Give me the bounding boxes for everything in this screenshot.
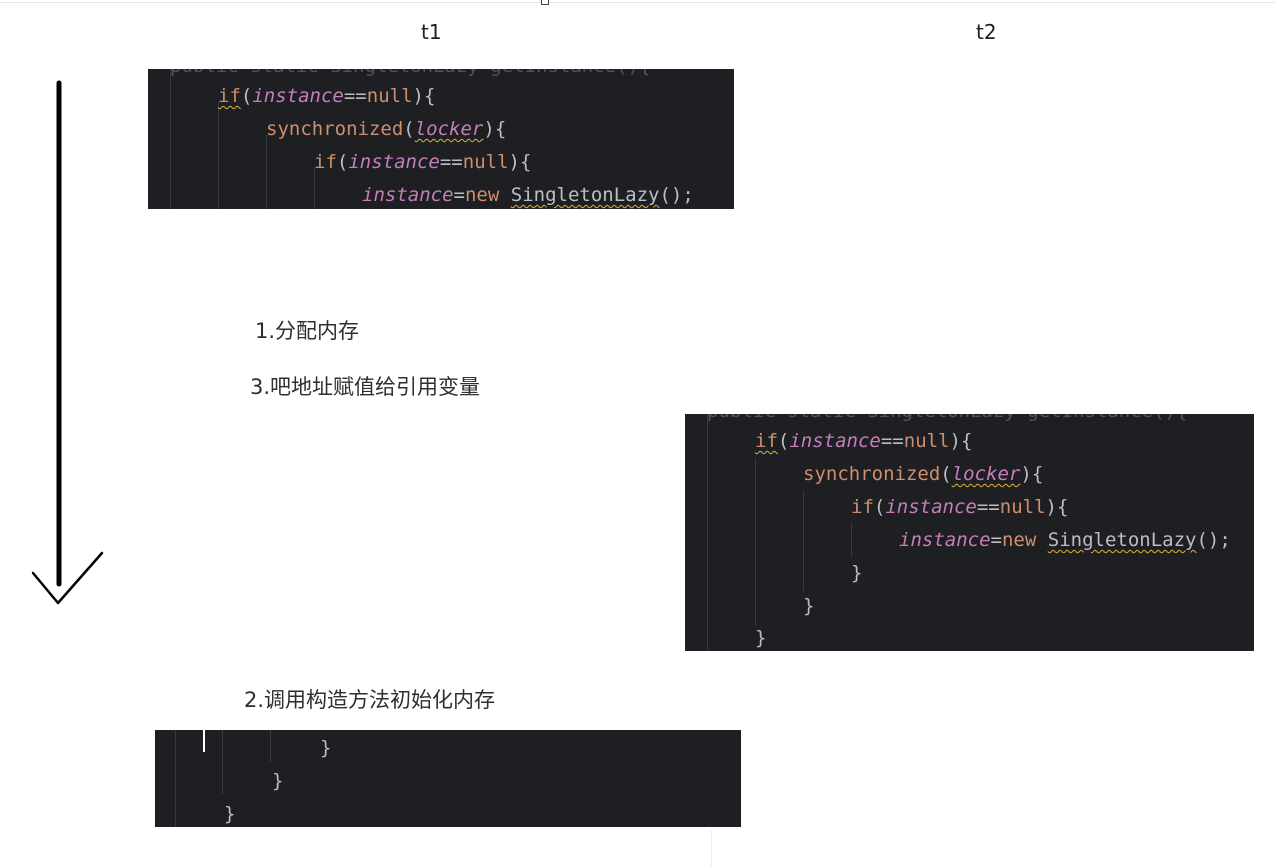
code-line-synchronized: synchronized(locker){ bbox=[266, 118, 507, 140]
text-cursor-mark bbox=[541, 0, 549, 5]
code-line-close-brace: } bbox=[803, 595, 815, 617]
step-allocate-memory: 1.分配内存 bbox=[255, 319, 360, 343]
code-line-synchronized: synchronized(locker){ bbox=[803, 463, 1044, 485]
text-cursor bbox=[203, 730, 205, 752]
code-line-if-inner: if(instance==null){ bbox=[314, 151, 532, 173]
code-block-t1-continued: } } } bbox=[155, 730, 741, 827]
code-block-t2: public static SingletonLazy getInstance(… bbox=[685, 414, 1254, 651]
code-line-assign: instance=new SingletonLazy(); bbox=[362, 184, 694, 206]
step-call-constructor: 2.调用构造方法初始化内存 bbox=[244, 688, 496, 712]
thread-label-t1: t1 bbox=[421, 20, 442, 44]
code-line-close-brace: } bbox=[755, 627, 767, 649]
code-line-close-brace: } bbox=[272, 770, 284, 792]
code-line-if-inner: if(instance==null){ bbox=[851, 496, 1069, 518]
step-assign-reference: 3.吧地址赋值给引用变量 bbox=[250, 375, 481, 399]
code-line-close-brace: } bbox=[851, 562, 863, 584]
top-divider bbox=[0, 2, 1275, 3]
code-line-signature: public static SingletonLazy getInstance(… bbox=[170, 69, 650, 83]
code-line-if-outer: if(instance==null){ bbox=[755, 430, 973, 452]
code-line-close-brace: } bbox=[224, 803, 236, 825]
down-arrow-icon bbox=[31, 80, 104, 605]
code-line-if-outer: if(instance==null){ bbox=[218, 85, 436, 107]
divider-line bbox=[711, 830, 712, 867]
code-block-t1: public static SingletonLazy getInstance(… bbox=[148, 69, 734, 209]
code-line-signature: public static SingletonLazy getInstance(… bbox=[707, 414, 1187, 428]
thread-label-t2: t2 bbox=[976, 20, 997, 44]
code-line-assign: instance=new SingletonLazy(); bbox=[899, 529, 1231, 551]
code-line-close-brace: } bbox=[320, 737, 332, 759]
